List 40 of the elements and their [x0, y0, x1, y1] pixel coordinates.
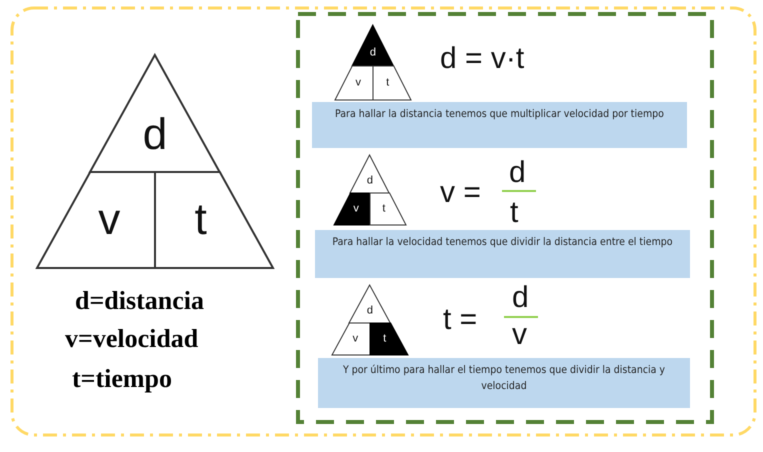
explanation-text: Y por último para hallar el tiempo tenemos que dividir la distancia y velocidad: [342, 364, 666, 392]
formula-text: d = v·t: [440, 44, 524, 74]
variable-letter: d: [142, 112, 168, 157]
definition-text: d=distancia: [75, 288, 204, 314]
triangle-section: [90, 55, 220, 172]
explanation-box: [312, 102, 687, 148]
formula-text: d: [512, 283, 529, 313]
triangle-section: [332, 323, 370, 355]
variable-letter: v: [353, 204, 359, 214]
variable-letter: v: [352, 334, 358, 344]
triangle-section: [335, 66, 373, 100]
triangle-section: [334, 193, 370, 225]
variable-letter: d: [366, 175, 374, 186]
triangle-section: [37, 172, 155, 268]
variable-letter: t: [194, 198, 207, 242]
triangle-section: [370, 323, 408, 355]
triangle-section: [350, 155, 390, 193]
variable-letter: t: [386, 78, 390, 88]
explanation-text: Para hallar la distancia tenemos que multiplicar velocidad por tiempo: [335, 108, 664, 120]
formula-text: t: [510, 198, 518, 228]
variable-letter: d: [366, 305, 374, 316]
variable-letter: v: [98, 198, 120, 242]
definition-text: t=tiempo: [72, 366, 172, 392]
formula-text: t =: [443, 305, 478, 335]
formula-text: d: [509, 158, 526, 188]
triangle-section: [349, 285, 391, 323]
variable-letter: t: [383, 334, 386, 344]
variable-letter: v: [356, 78, 362, 88]
formula-text: v =: [440, 178, 481, 208]
definition-text: v=velocidad: [65, 326, 198, 352]
triangle-section: [370, 193, 406, 225]
variable-letter: d: [370, 47, 376, 58]
triangle-section: [155, 172, 273, 268]
triangle-section: [352, 25, 394, 66]
explanation-text: Para hallar la velocidad tenemos que dividir la distancia entre el tiempo: [332, 236, 673, 248]
explanation-box: [318, 358, 690, 408]
variable-letter: t: [382, 204, 386, 214]
explanation-box: [315, 230, 690, 278]
formula-text: v: [512, 320, 527, 350]
triangle-section: [373, 66, 411, 100]
